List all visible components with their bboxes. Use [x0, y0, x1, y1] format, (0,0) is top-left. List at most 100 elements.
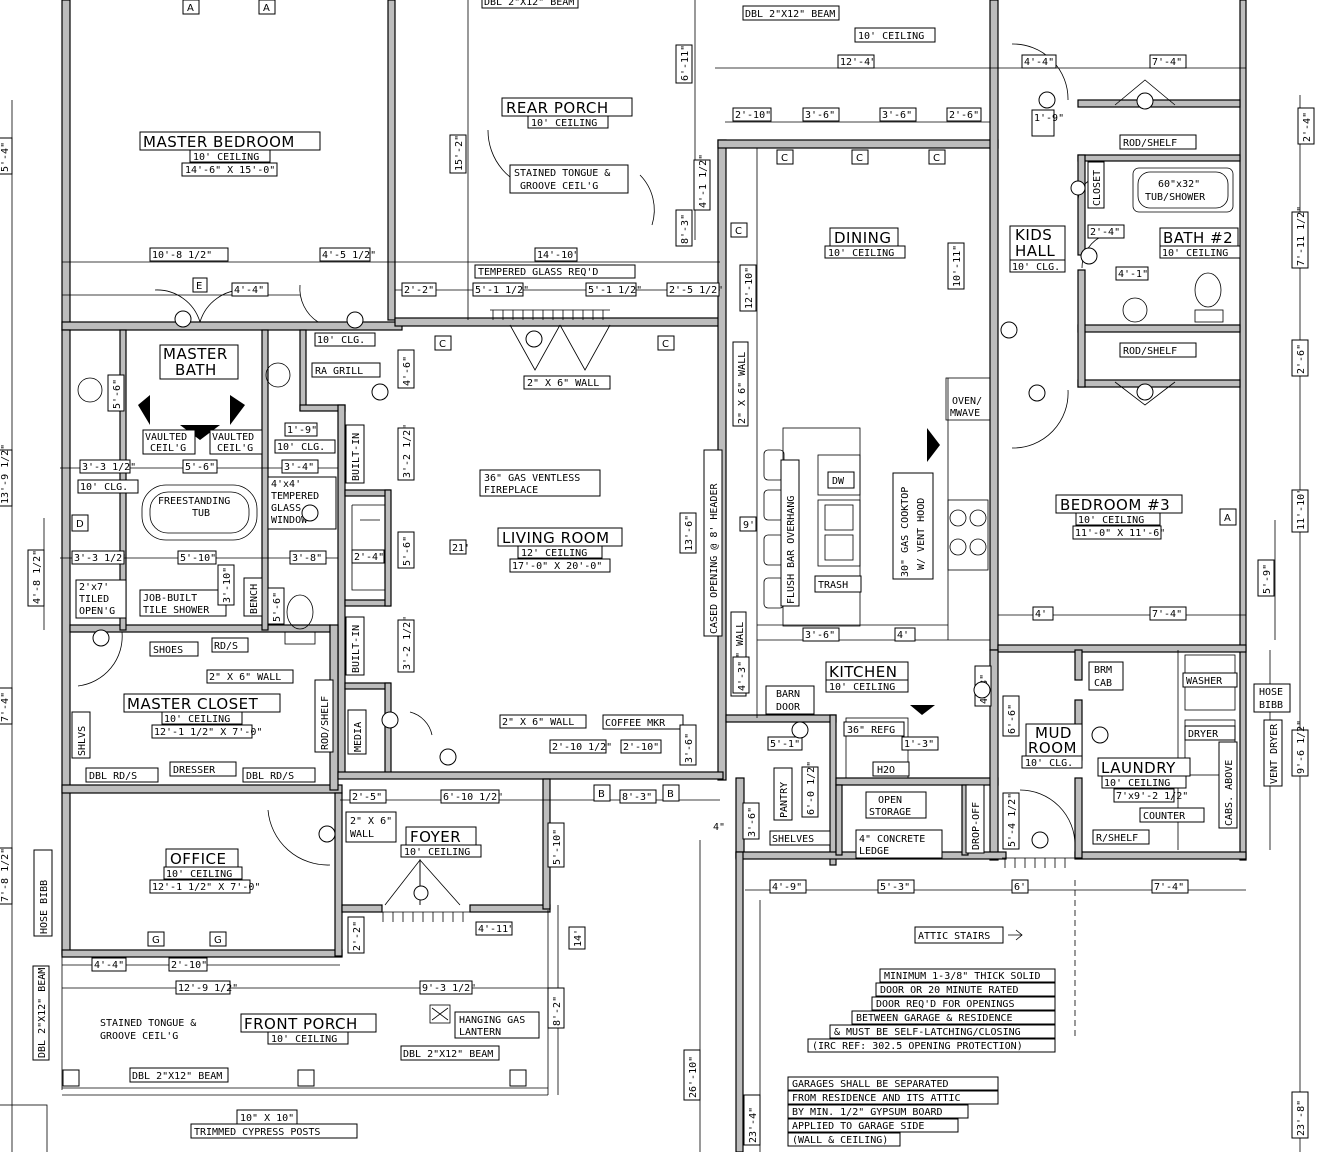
- broom-cabinet-label: CAB: [1094, 678, 1112, 689]
- rod-shelf-label: ROD/SHELF: [1123, 138, 1177, 149]
- dimension: 7'-4": [1152, 609, 1182, 620]
- dimension: 2'-2": [352, 921, 363, 951]
- wall-label: WALL: [350, 829, 374, 840]
- fireplace-label: 36" GAS VENTLESS: [484, 473, 580, 484]
- dimension: 2'-5 1/2": [669, 285, 723, 296]
- dimension: 5'-3": [880, 882, 910, 893]
- dimension: 9'-6 1/2": [1296, 720, 1307, 774]
- dimension: 12'-10": [744, 267, 755, 309]
- tag-d: D: [76, 519, 84, 530]
- rear-porch-note: STAINED TONGUE &: [514, 168, 610, 179]
- bedroom3-size: 11'-0" X 11'-6": [1075, 528, 1165, 539]
- dimension: 6'-6": [1007, 704, 1018, 734]
- dimension: 5'-6": [112, 379, 123, 409]
- tags: A A B B C C C C C C D E G G A: [71, 0, 1237, 947]
- window-label: 4'x4': [271, 479, 301, 490]
- tag-e: E: [196, 281, 202, 292]
- shelves-label: SHELVES: [772, 834, 814, 845]
- laundry-title: LAUNDRY: [1101, 759, 1176, 777]
- tub-label: TUB: [192, 508, 210, 519]
- dimension: 13'-9 1/2": [0, 444, 11, 504]
- rear-porch-title: REAR PORCH: [506, 99, 609, 117]
- kids-hall-ceiling: 10' CLG.: [1012, 262, 1060, 273]
- barn-door-label: BARN: [776, 689, 800, 700]
- garage-note-line: APPLIED TO GARAGE SIDE: [792, 1121, 924, 1132]
- garage-note-line: (WALL & CEILING): [792, 1135, 888, 1146]
- horizontal-dimensions: 10'-8 1/2" 4'-5 1/2" 14'-10" 12'-4" 2'-1…: [71, 54, 1189, 995]
- wall-label: 2" X 6" WALL: [737, 352, 748, 424]
- hose-bibb-label: HOSE: [1259, 687, 1283, 698]
- beam-label: DBL 2"X12" BEAM: [37, 968, 48, 1058]
- dimension: 6': [1014, 882, 1026, 893]
- master-bedroom-title: MASTER BEDROOM: [143, 133, 295, 151]
- dimension: 3'-2 1/2": [402, 424, 413, 478]
- dimension: 3'-6": [684, 733, 695, 763]
- posts-label: TRIMMED CYPRESS POSTS: [194, 1127, 320, 1138]
- shelves-label: SHLVS: [77, 726, 88, 756]
- dimension: 10'-8 1/2": [152, 250, 212, 261]
- vaulted-ceiling: CEIL'G: [150, 443, 186, 454]
- dimension: 7'-4": [1152, 57, 1182, 68]
- bedroom3-ceiling: 10' CEILING: [1078, 515, 1144, 526]
- tag-b: B: [667, 789, 674, 800]
- ledge-label: 4" CONCRETE: [859, 834, 925, 845]
- dbl-rds-label: DBL RD/S: [89, 771, 137, 782]
- mud-room-title: MUD: [1035, 724, 1072, 742]
- rds-label: RD/S: [214, 641, 238, 652]
- refrigerator-label: 36" REFG: [847, 725, 895, 736]
- living-room-ceiling: 12' CEILING: [521, 548, 587, 559]
- wall-label: 2" X 6": [350, 816, 392, 827]
- dimension: 12'-4": [840, 57, 876, 68]
- dimension: 2'-2": [404, 285, 434, 296]
- dresser-label: DRESSER: [173, 765, 216, 776]
- dimension: 3'-10": [222, 567, 233, 603]
- cabs-above-label: CABS. ABOVE: [1224, 760, 1235, 826]
- flush-bar-label: FLUSH BAR OVERHANG: [786, 496, 797, 604]
- dimension: 3'-6": [805, 110, 835, 121]
- tag-c: C: [856, 153, 863, 164]
- posts-label: 10" X 10": [240, 1113, 294, 1124]
- dimension: 9': [743, 520, 755, 531]
- dimension: 5'-6": [402, 536, 413, 566]
- dimension: 4'-8 1/2": [32, 550, 43, 604]
- master-closet-title: MASTER CLOSET: [127, 695, 259, 713]
- annotations: DBL 2"X12" BEAM DBL 2"X12" BEAM 10' CEIL…: [32, 0, 1291, 1139]
- door-note-line: DOOR OR 20 MINUTE RATED: [880, 985, 1018, 996]
- door-note-line: BETWEEN GARAGE & RESIDENCE: [856, 1013, 1013, 1024]
- fireplace-label: FIREPLACE: [484, 485, 538, 496]
- beam-label: DBL 2"X12" BEAM: [745, 9, 835, 20]
- dimension: 14': [573, 929, 584, 947]
- dimension: 3'-3 1/2": [74, 553, 128, 564]
- code-notes: MINIMUM 1-3/8" THICK SOLID DOOR OR 20 MI…: [787, 968, 1056, 1147]
- bath2-tub: TUB/SHOWER: [1145, 192, 1206, 203]
- dimension: 5'-1 1/2": [475, 285, 529, 296]
- hose-bibb-label: BIBB: [1259, 700, 1283, 711]
- dimension: 4'-1": [1118, 269, 1148, 280]
- dimension: 8'-2": [552, 996, 563, 1026]
- dimension: 4': [1035, 609, 1047, 620]
- kitchen-title: KITCHEN: [829, 663, 898, 681]
- living-room-size: 17'-0" X 20'-0": [512, 561, 602, 572]
- garage-note-line: FROM RESIDENCE AND ITS ATTIC: [792, 1093, 961, 1104]
- door-note-line: MINIMUM 1-3/8" THICK SOLID: [884, 971, 1041, 982]
- kids-hall-title: KIDS: [1015, 226, 1052, 244]
- rear-porch-note: GROOVE CEIL'G: [520, 181, 598, 192]
- dimension: 2'-10": [171, 960, 207, 971]
- wall-label: 2" X 6" WALL: [527, 378, 599, 389]
- tiled-opening-label: OPEN'G: [79, 606, 115, 617]
- dimension: 5'-6": [272, 592, 283, 622]
- dining-top-ceiling: 10' CEILING: [858, 31, 924, 42]
- dimension: 4'-1 1/2": [698, 154, 709, 208]
- tub-label: FREESTANDING: [158, 496, 230, 507]
- shower-label: JOB-BUILT: [143, 593, 197, 604]
- dimension: 4'-6": [402, 356, 413, 386]
- bedroom3-title: BEDROOM #3: [1060, 496, 1170, 514]
- beam-label: DBL 2"X12" BEAM: [132, 1071, 222, 1082]
- washer-label: WASHER: [1186, 676, 1223, 687]
- dimension: 2'-4": [354, 552, 384, 563]
- dimension: 3'-8": [292, 553, 322, 564]
- laundry-ceiling: 10' CEILING: [1104, 778, 1170, 789]
- dining-ceiling: 10' CEILING: [828, 248, 894, 259]
- dimension: 7'-4": [1154, 882, 1184, 893]
